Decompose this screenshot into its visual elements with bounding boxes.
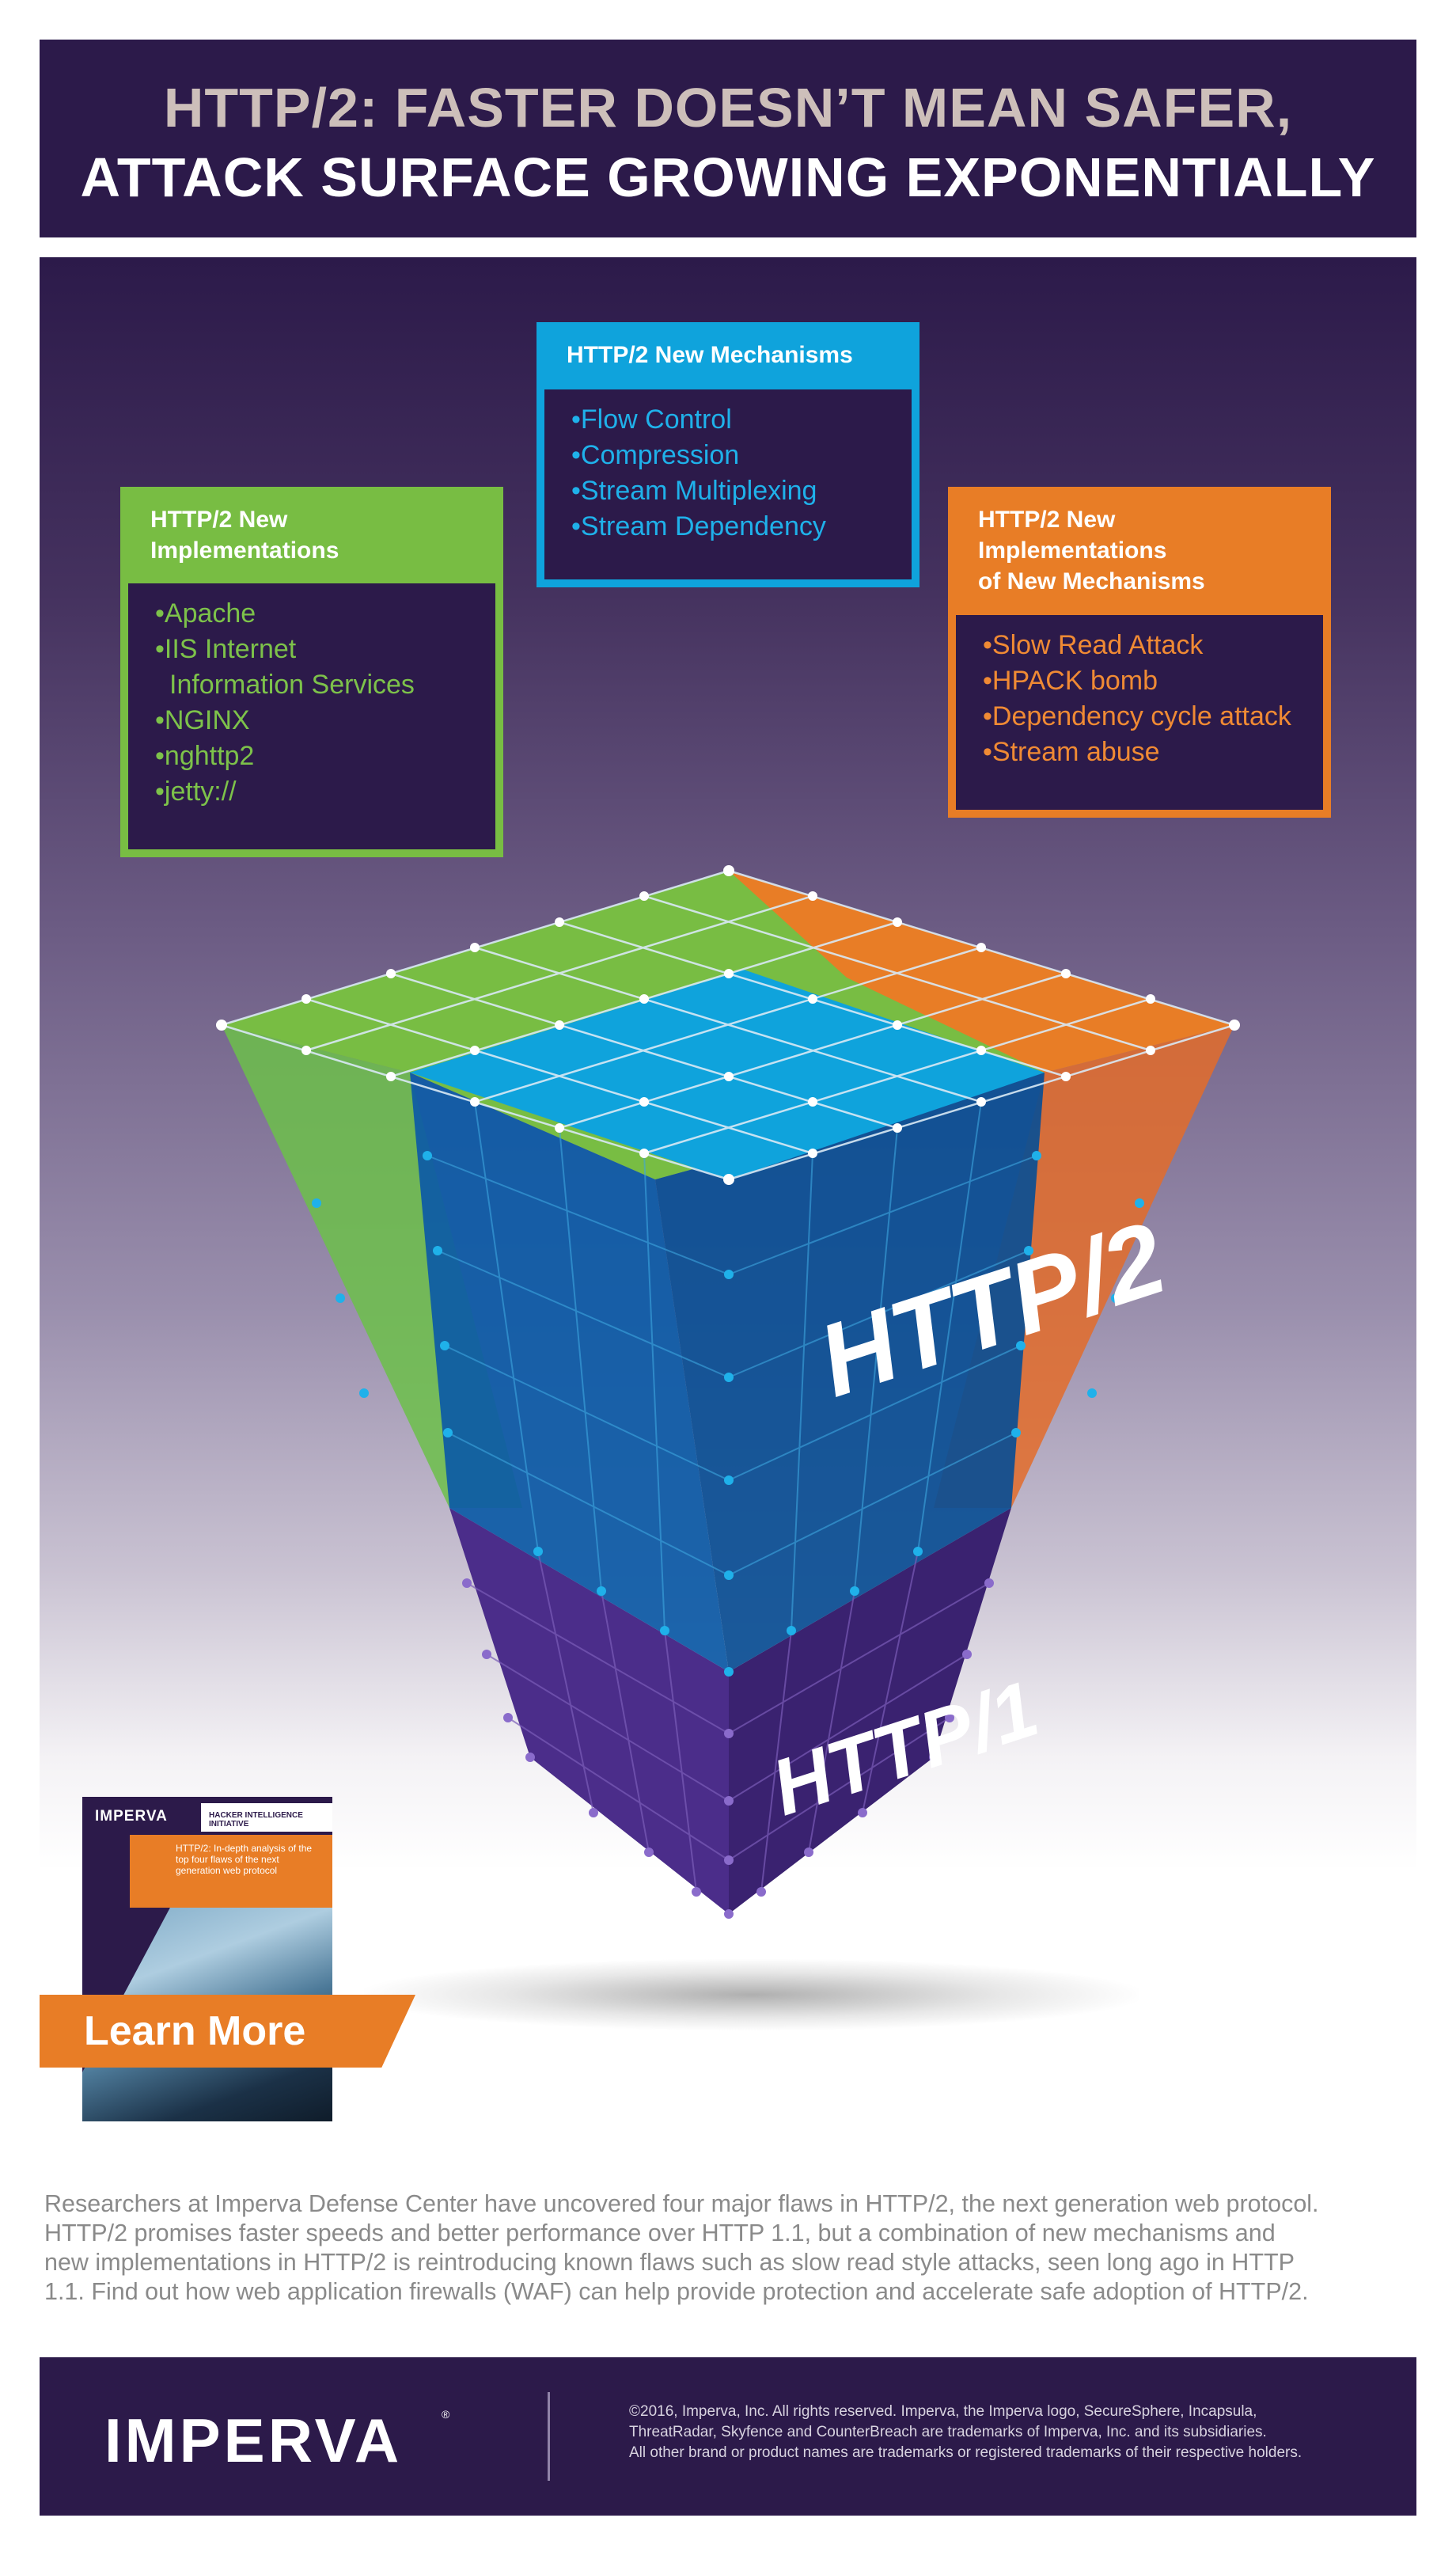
implementations-box: HTTP/2 New Implementations Apache IIS In… [120,487,503,857]
list-item: jetty:// [155,774,495,810]
list-item: Stream Dependency [571,509,912,545]
list-item: Compression [571,438,912,473]
footer-divider [548,2392,550,2481]
implementations-of-mechanisms-box: HTTP/2 New Implementations of New Mechan… [948,487,1331,818]
cover-initiative-text: HACKER INTELLIGENCE INITIATIVE [209,1811,303,1829]
list-item: Flow Control [571,402,912,438]
top-orange [729,871,1234,1073]
list-item: IIS Internet [155,632,495,667]
blue-left-face [410,1073,729,1672]
implementations-title: HTTP/2 New Implementations [150,507,339,564]
imperva-logo[interactable]: IMPERVA [104,2406,403,2475]
pyramid-shadow [364,1959,1139,2030]
cover-logo: IMPERVA [95,1808,168,1825]
footer-legal-text: ©2016, Imperva, Inc. All rights reserved… [629,2403,1302,2461]
implementations-list: Apache IIS Internet Information Services… [128,583,495,849]
implementations-of-mechanisms-list: Slow Read Attack HPACK bomb Dependency c… [956,615,1323,810]
list-item: Dependency cycle attack [983,699,1323,735]
mechanisms-list: Flow Control Compression Stream Multiple… [544,389,912,579]
infographic-panel: HTTP/2 HTTP/1 HTTP/2 New Implementations… [40,257,1416,2133]
report-cover-thumbnail[interactable]: IMPERVA HACKER INTELLIGENCE INITIATIVE H… [82,1797,332,2121]
cover-description: HTTP/2: In-depth analysis of the top fou… [176,1843,313,1876]
cover-label-strip [201,1803,332,1832]
list-item: Information Services [169,670,415,700]
mechanisms-box: HTTP/2 New Mechanisms Flow Control Compr… [537,322,919,587]
mechanisms-title: HTTP/2 New Mechanisms [567,342,853,368]
list-item: HPACK bomb [983,663,1323,699]
footer: IMPERVA ® ©2016, Imperva, Inc. All right… [40,2357,1416,2516]
cover-orange-band [130,1835,332,1908]
headline-line-1: HTTP/2: FASTER DOESN’T MEAN SAFER, [163,77,1293,139]
list-item: Slow Read Attack [983,628,1323,663]
list-item: NGINX [155,703,495,739]
http2-pyramid-illustration: HTTP/2 HTTP/1 [216,865,1240,1919]
blue-right-face [655,1073,1045,1672]
list-item: nghttp2 [155,739,495,774]
http1-right-face [729,1508,1011,1914]
list-item: Stream Multiplexing [571,473,912,509]
list-item: Stream abuse [983,735,1323,770]
headline-line-2: ATTACK SURFACE GROWING EXPONENTIALLY [80,146,1376,208]
list-item: Apache [155,596,495,632]
header-banner: HTTP/2: FASTER DOESN’T MEAN SAFER, ATTAC… [40,40,1416,237]
http1-left-face [449,1508,729,1914]
implementations-of-mechanisms-title: HTTP/2 New Implementations of New Mechan… [978,507,1205,594]
registered-mark: ® [442,2408,450,2421]
learn-more-button[interactable]: Learn More [40,1995,415,2068]
description-text: Researchers at Imperva Defense Center ha… [44,2190,1319,2305]
